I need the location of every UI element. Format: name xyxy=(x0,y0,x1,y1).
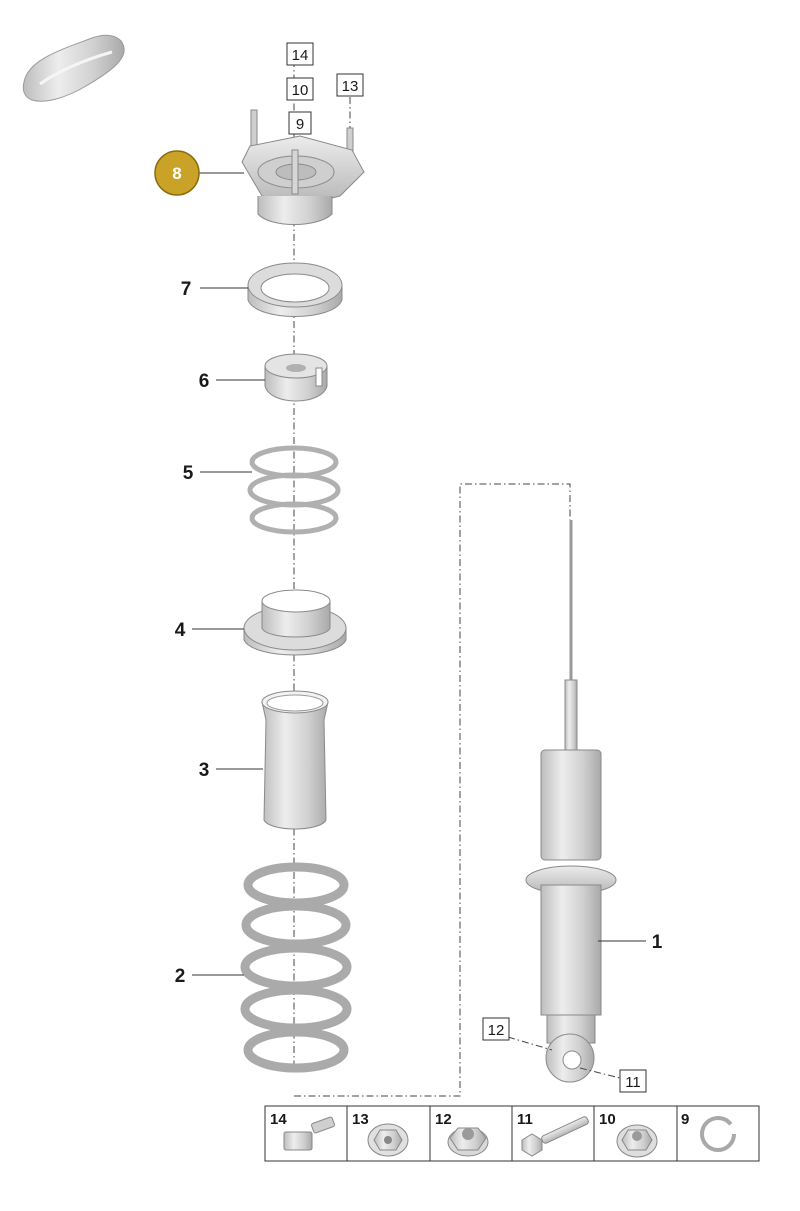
helper-spring[interactable] xyxy=(247,445,341,535)
bump-stop-mount[interactable] xyxy=(264,353,328,402)
callout-4[interactable]: 4 xyxy=(175,620,186,641)
small-parts-legend: 14 13 12 11 xyxy=(264,1105,760,1162)
callout-8-highlighted[interactable]: 8 xyxy=(154,150,200,196)
circlip-icon xyxy=(700,1116,736,1152)
connector-icon xyxy=(283,1116,335,1151)
callout-8-label: 8 xyxy=(172,164,181,183)
strut-top-mount[interactable] xyxy=(241,109,365,225)
callout-7[interactable]: 7 xyxy=(181,279,192,300)
legend-cell-14[interactable]: 14 xyxy=(270,1111,335,1151)
boxed-callout-11[interactable]: 11 xyxy=(619,1069,647,1093)
boxed-callout-9[interactable]: 9 xyxy=(288,111,312,135)
svg-text:14: 14 xyxy=(270,1111,287,1128)
svg-text:9: 9 xyxy=(296,116,304,133)
boxed-callout-13[interactable]: 13 xyxy=(336,73,364,97)
spring-seat-upper[interactable] xyxy=(247,262,343,317)
legend-cell-10[interactable]: 10 xyxy=(599,1111,658,1158)
coil-spring[interactable] xyxy=(240,862,352,1073)
callout-2[interactable]: 2 xyxy=(175,966,186,987)
svg-text:11: 11 xyxy=(625,1074,641,1091)
svg-text:11: 11 xyxy=(517,1111,533,1128)
svg-text:14: 14 xyxy=(292,47,309,64)
boxed-callout-12[interactable]: 12 xyxy=(482,1017,510,1041)
shock-absorber[interactable] xyxy=(525,520,617,1083)
svg-text:10: 10 xyxy=(292,82,309,99)
legend-cell-12[interactable]: 12 xyxy=(435,1111,489,1157)
collar-nut-icon xyxy=(616,1124,658,1158)
hex-nut-icon xyxy=(447,1127,489,1157)
boxed-callout-14[interactable]: 14 xyxy=(286,42,314,66)
protective-tube[interactable] xyxy=(261,690,329,830)
legend-cell-9[interactable]: 9 xyxy=(681,1111,736,1152)
svg-text:12: 12 xyxy=(488,1022,505,1039)
legend-cell-11[interactable]: 11 xyxy=(517,1111,589,1157)
callout-3[interactable]: 3 xyxy=(199,760,210,781)
svg-text:13: 13 xyxy=(342,78,359,95)
svg-text:10: 10 xyxy=(599,1111,616,1128)
leader-lines xyxy=(192,172,646,1079)
bolt-icon xyxy=(521,1116,589,1157)
svg-text:13: 13 xyxy=(352,1111,369,1128)
spring-seat-lower[interactable] xyxy=(243,589,347,656)
svg-text:9: 9 xyxy=(681,1111,689,1128)
boxed-callout-10[interactable]: 10 xyxy=(286,77,314,101)
callout-6[interactable]: 6 xyxy=(199,371,210,392)
flange-nut-icon xyxy=(367,1123,409,1157)
svg-text:12: 12 xyxy=(435,1111,452,1128)
callout-1[interactable]: 1 xyxy=(652,932,663,953)
callout-5[interactable]: 5 xyxy=(183,463,194,484)
legend-cell-13[interactable]: 13 xyxy=(352,1111,409,1157)
car-silhouette-icon xyxy=(22,34,125,102)
